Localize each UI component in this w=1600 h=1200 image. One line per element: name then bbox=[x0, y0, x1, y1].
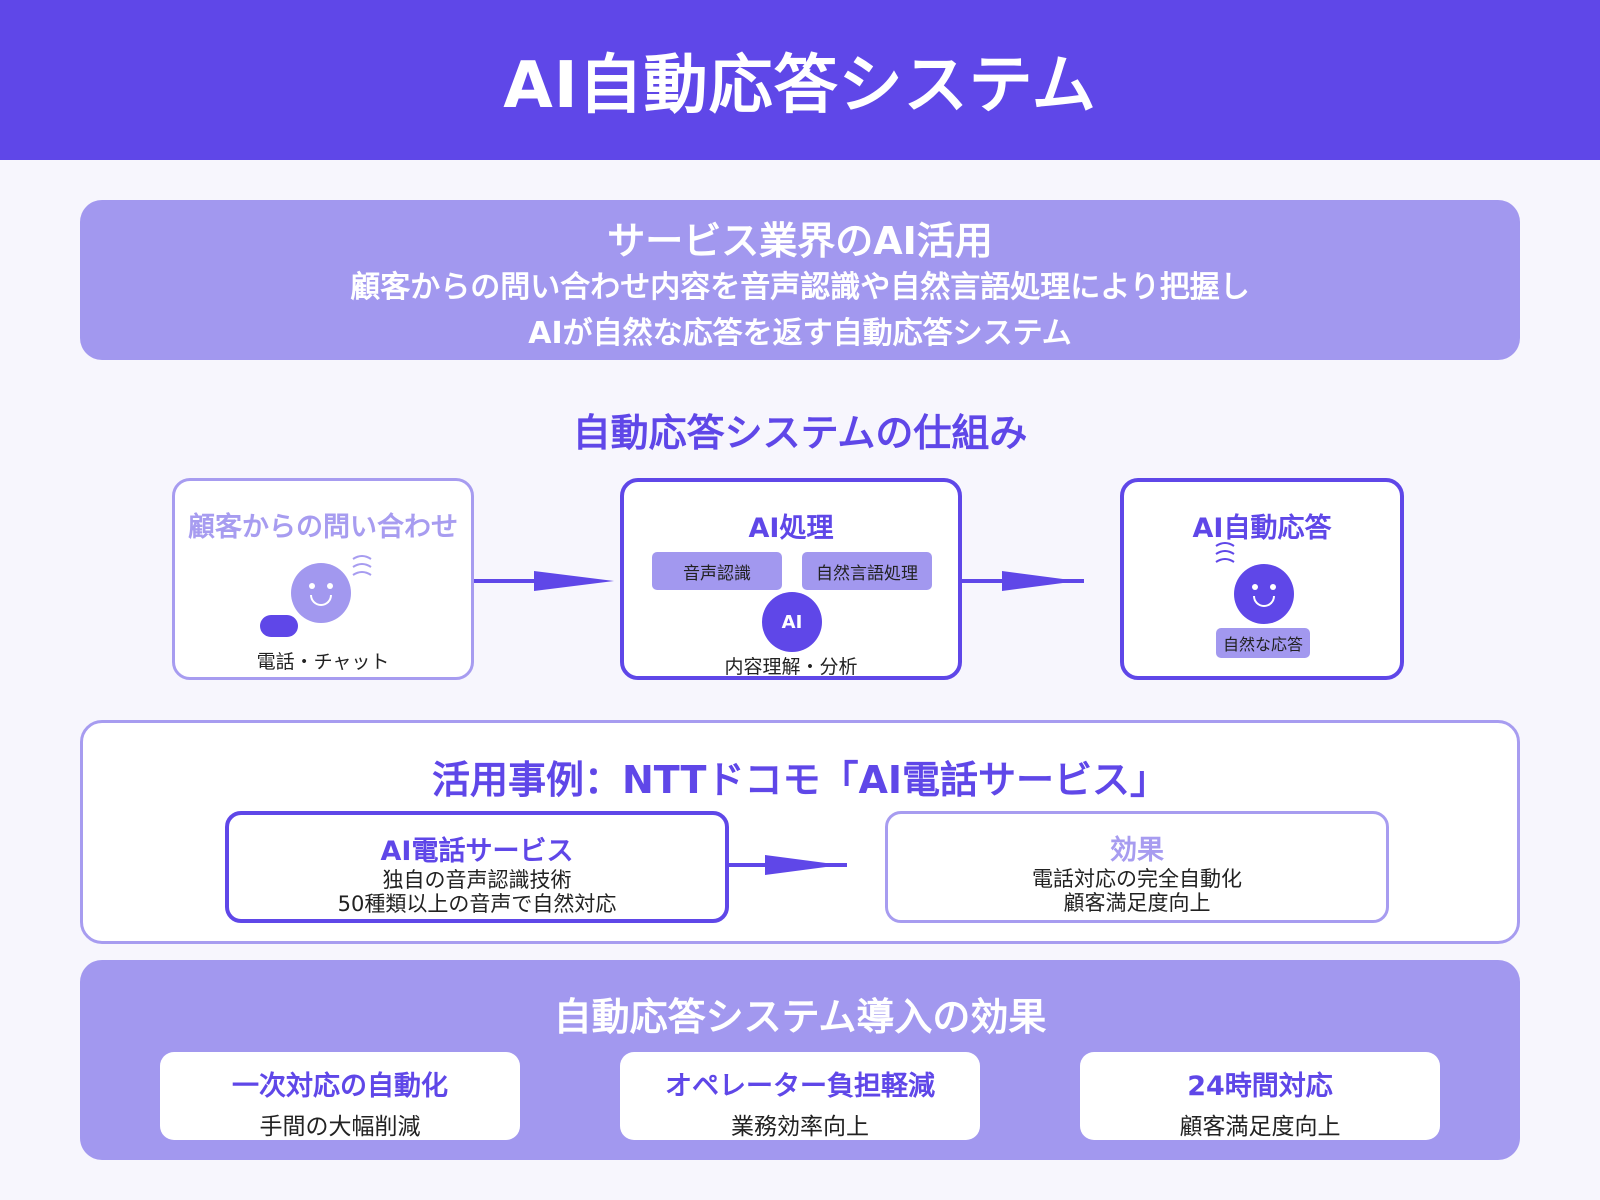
effect-desc: 顧客満足度向上 bbox=[1179, 1114, 1341, 1140]
service-title: AI電話サービス bbox=[380, 836, 574, 867]
effect-card-24h: 24時間対応 顧客満足度向上 bbox=[1080, 1052, 1440, 1140]
case-study-panel: 活用事例：NTTドコモ「AI電話サービス」 AI電話サービス 独自の音声認識技術… bbox=[80, 720, 1520, 944]
intro-title: サービス業界のAI活用 bbox=[607, 219, 993, 263]
intro-line-2: AIが自然な応答を返す自動応答システム bbox=[528, 316, 1072, 351]
chat-bubble-icon bbox=[260, 615, 298, 637]
intro-line-1: 顧客からの問い合わせ内容を音声認識や自然言語処理により把握し bbox=[350, 270, 1250, 305]
service-line-2: 50種類以上の音声で自然対応 bbox=[337, 892, 617, 916]
service-line-1: 独自の音声認識技術 bbox=[382, 868, 572, 892]
effects-title: 自動応答システム導入の効果 bbox=[553, 995, 1047, 1039]
arrow-right-icon bbox=[962, 571, 1084, 591]
output-title: AI自動応答 bbox=[1192, 513, 1332, 544]
header-bar: AI自動応答システム bbox=[0, 0, 1600, 160]
processing-box: AI処理 音声認識 自然言語処理 AI 内容理解・分析 bbox=[620, 478, 962, 680]
effect-title: 一次対応の自動化 bbox=[232, 1071, 448, 1102]
nlp-tag: 自然言語処理 bbox=[802, 552, 932, 590]
result-line-2: 顧客満足度向上 bbox=[1063, 891, 1211, 915]
result-box: 効果 電話対応の完全自動化 顧客満足度向上 bbox=[885, 811, 1389, 923]
sound-wave-icon bbox=[352, 555, 372, 576]
input-box: 顧客からの問い合わせ 電話・チャット bbox=[172, 478, 474, 680]
smiley-face-icon bbox=[291, 563, 351, 623]
ai-badge: AI bbox=[762, 592, 822, 652]
input-caption: 電話・チャット bbox=[256, 651, 390, 673]
effect-desc: 業務効率向上 bbox=[731, 1114, 869, 1140]
effect-card-automation: 一次対応の自動化 手間の大幅削減 bbox=[160, 1052, 520, 1140]
page-title: AI自動応答システム bbox=[503, 49, 1097, 123]
result-title: 効果 bbox=[1110, 835, 1164, 866]
effect-desc: 手間の大幅削減 bbox=[259, 1114, 421, 1140]
result-line-1: 電話対応の完全自動化 bbox=[1032, 867, 1242, 891]
arrow-right-icon bbox=[474, 571, 614, 591]
processing-caption: 内容理解・分析 bbox=[724, 656, 858, 678]
input-title: 顧客からの問い合わせ bbox=[188, 512, 458, 543]
intro-panel: サービス業界のAI活用 顧客からの問い合わせ内容を音声認識や自然言語処理により把… bbox=[80, 200, 1520, 360]
effect-title: 24時間対応 bbox=[1187, 1071, 1333, 1102]
mechanism-title: 自動応答システムの仕組み bbox=[572, 411, 1028, 455]
effect-card-operator: オペレーター負担軽減 業務効率向上 bbox=[620, 1052, 980, 1140]
effect-title: オペレーター負担軽減 bbox=[665, 1071, 935, 1102]
processing-title: AI処理 bbox=[748, 513, 834, 544]
speech-recognition-tag: 音声認識 bbox=[652, 552, 782, 590]
natural-response-tag: 自然な応答 bbox=[1216, 628, 1310, 658]
arrow-right-icon bbox=[729, 855, 847, 875]
smiley-face-icon bbox=[1234, 564, 1294, 624]
output-box: AI自動応答 自然な応答 bbox=[1120, 478, 1404, 680]
sound-wave-icon bbox=[1215, 542, 1235, 563]
ai-phone-service-box: AI電話サービス 独自の音声認識技術 50種類以上の音声で自然対応 bbox=[225, 811, 729, 923]
case-title: 活用事例：NTTドコモ「AI電話サービス」 bbox=[431, 758, 1169, 802]
